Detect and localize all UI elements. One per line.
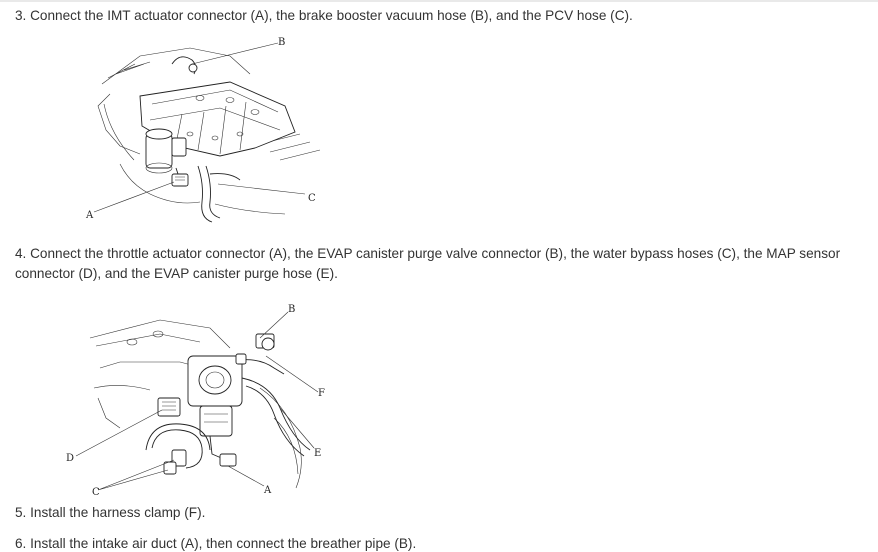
callout-d: D: [66, 453, 74, 464]
actuator-body: [145, 128, 189, 185]
evap-purge-hose: [241, 377, 311, 457]
callout-c: C: [308, 193, 316, 204]
harness-clamp: [235, 353, 285, 375]
callout-e: E: [314, 448, 321, 459]
brake-booster-hose: [171, 56, 198, 75]
callout-a: A: [263, 485, 272, 496]
leader-f: [265, 355, 319, 393]
callout-f: F: [318, 388, 325, 399]
step-4-text: 4. Connect the throttle actuator connect…: [15, 246, 841, 281]
pcv-hose: [197, 165, 241, 223]
leader-c: [97, 459, 175, 491]
callout-a: A: [85, 210, 94, 221]
imt-actuator-connector: [171, 173, 189, 187]
water-bypass-hoses: [145, 423, 211, 475]
top-divider: [0, 0, 878, 2]
leader-a: [93, 181, 175, 213]
throttle-actuator-connector: [209, 435, 237, 467]
step-6-text: 6. Install the intake air duct (A), then…: [15, 536, 417, 551]
callout-b: B: [288, 304, 295, 315]
leader-e: [279, 407, 315, 449]
throttle-body: [187, 355, 243, 437]
leader-a: [227, 465, 265, 487]
map-sensor-connector: [157, 397, 181, 417]
imt-actuator-illustration: B C A: [85, 37, 321, 223]
engine-outline: [97, 47, 321, 215]
leader-b: [191, 42, 279, 65]
step-3-text: 3. Connect the IMT actuator connector (A…: [15, 8, 633, 23]
leader-d: [75, 409, 163, 457]
leader-c: [217, 183, 306, 195]
step-5-text: 5. Install the harness clamp (F).: [15, 505, 206, 520]
callout-c: C: [92, 487, 100, 498]
leader-b: [259, 311, 289, 339]
callout-b: B: [278, 37, 285, 48]
throttle-evap-illustration: B F E D C A: [66, 304, 325, 498]
evap-purge-valve-connector: [255, 333, 275, 351]
